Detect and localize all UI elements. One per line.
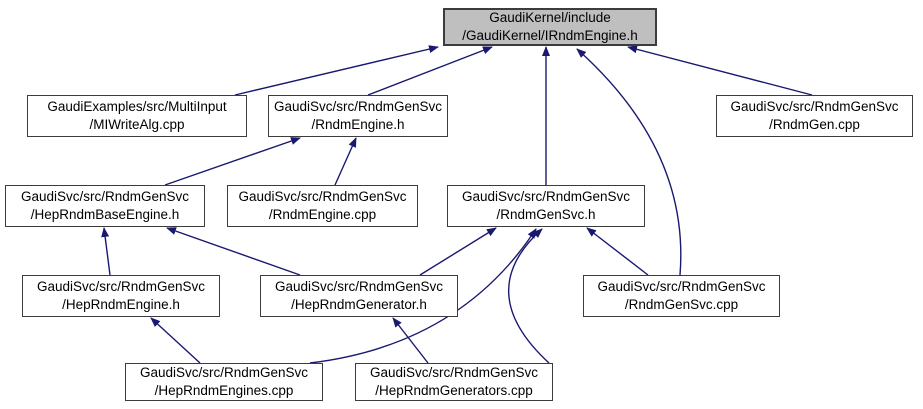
node-label: GaudiSvc/src/RndmGenSvc /HepRndmEngines.…: [139, 365, 309, 398]
node-miwritealg-cpp[interactable]: GaudiExamples/src/MultiInput /MIWriteAlg…: [27, 95, 247, 137]
edge-HepRndmBaseEngine.h-to-RndmEngine.h: [164, 137, 301, 186]
node-heprndmengine-h[interactable]: GaudiSvc/src/RndmGenSvc /HepRndmEngine.h: [22, 275, 220, 317]
node-label: GaudiKernel/include /GaudiKernel/IRndmEn…: [462, 10, 638, 43]
edge-RndmGen.cpp-to-IRndmEngine.h: [627, 45, 813, 96]
node-heprndmbaseengine-h[interactable]: GaudiSvc/src/RndmGenSvc /HepRndmBaseEngi…: [5, 185, 205, 227]
edge-HepRndmEngines.cpp-to-HepRndmEngine.h: [150, 317, 201, 364]
node-heprndmgenerator-h[interactable]: GaudiSvc/src/RndmGenSvc /HepRndmGenerato…: [260, 275, 458, 317]
node-label: GaudiSvc/src/RndmGenSvc /RndmGen.cpp: [730, 99, 899, 132]
node-rndmgen-cpp[interactable]: GaudiSvc/src/RndmGenSvc /RndmGen.cpp: [716, 95, 913, 137]
node-rndmengine-h[interactable]: GaudiSvc/src/RndmGenSvc /RndmEngine.h: [268, 95, 448, 137]
node-label: GaudiSvc/src/RndmGenSvc /HepRndmEngine.h: [36, 279, 206, 312]
edge-HepRndmGenerators.cpp-to-RndmGenSvc.h: [508, 228, 550, 364]
edge-HepRndmGenerator.h-to-RndmGenSvc.h: [419, 227, 497, 276]
node-label: GaudiSvc/src/RndmGenSvc /HepRndmGenerato…: [369, 365, 539, 398]
edge-HepRndmEngine.h-to-HepRndmBaseEngine.h: [101, 227, 111, 276]
edge-HepRndmGenerators.cpp-to-HepRndmGenerator.h: [392, 317, 429, 364]
edge-MIWriteAlg.cpp-to-IRndmEngine.h: [234, 45, 439, 96]
node-irndmengine-h: GaudiKernel/include /GaudiKernel/IRndmEn…: [443, 8, 657, 46]
node-rndmgensvc-h[interactable]: GaudiSvc/src/RndmGenSvc /RndmGenSvc.h: [447, 185, 645, 227]
edge-HepRndmEngines.cpp-to-RndmGenSvc.h: [309, 228, 537, 364]
node-label: GaudiSvc/src/RndmGenSvc /RndmGenSvc.cpp: [597, 279, 766, 312]
node-rndmengine-cpp[interactable]: GaudiSvc/src/RndmGenSvc /RndmEngine.cpp: [227, 185, 418, 227]
node-label: GaudiSvc/src/RndmGenSvc /RndmEngine.h: [273, 99, 443, 132]
node-label: GaudiExamples/src/MultiInput /MIWriteAlg…: [47, 99, 227, 132]
edge-RndmEngine.h-to-IRndmEngine.h: [367, 46, 493, 96]
edge-RndmGenSvc.cpp-to-RndmGenSvc.h: [586, 227, 649, 276]
node-heprndmengines-cpp[interactable]: GaudiSvc/src/RndmGenSvc /HepRndmEngines.…: [125, 363, 323, 401]
node-label: GaudiSvc/src/RndmGenSvc /HepRndmBaseEngi…: [20, 189, 190, 222]
node-label: GaudiSvc/src/RndmGenSvc /RndmGenSvc.h: [461, 189, 631, 222]
edge-RndmGenSvc.cpp-to-IRndmEngine.h: [576, 48, 682, 276]
node-rndmgensvc-cpp[interactable]: GaudiSvc/src/RndmGenSvc /RndmGenSvc.cpp: [583, 275, 780, 317]
node-label: GaudiSvc/src/RndmGenSvc /HepRndmGenerato…: [274, 279, 444, 312]
node-heprndmgenerators-cpp[interactable]: GaudiSvc/src/RndmGenSvc /HepRndmGenerato…: [355, 363, 553, 401]
edge-HepRndmGenerator.h-to-HepRndmBaseEngine.h: [166, 227, 301, 276]
edge-RndmEngine.cpp-to-RndmEngine.h: [334, 137, 357, 186]
node-label: GaudiSvc/src/RndmGenSvc /RndmEngine.cpp: [238, 189, 407, 222]
